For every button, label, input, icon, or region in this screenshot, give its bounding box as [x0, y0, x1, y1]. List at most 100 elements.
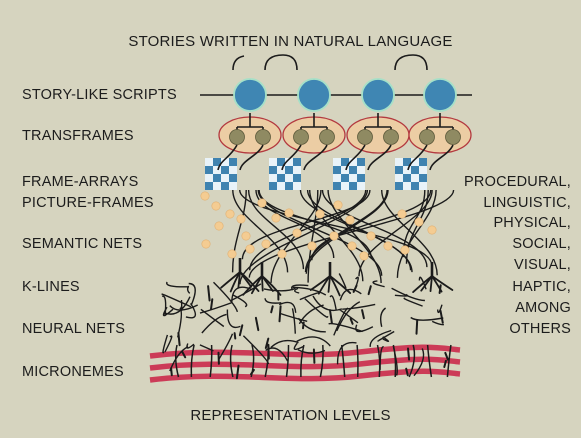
k-line-branch: [239, 271, 260, 292]
frame-array-cell: [221, 182, 229, 190]
transframe-node: [319, 129, 335, 145]
neural-axon: [392, 344, 397, 378]
neural-fiber: [186, 285, 191, 294]
neural-axon: [319, 344, 324, 378]
neural-dendrite: [302, 321, 305, 330]
frame-array: [395, 158, 427, 190]
semantic-net-node: [257, 198, 267, 208]
neural-fiber: [391, 287, 425, 302]
neural-axon: [340, 344, 346, 378]
neural-fiber: [270, 339, 299, 348]
neural-fiber: [164, 296, 191, 315]
neural-fiber: [394, 293, 409, 297]
frame-array-cell: [205, 182, 213, 190]
frame-array-cell: [395, 174, 403, 182]
frame-array-cell: [277, 174, 285, 182]
frame-array-cell: [285, 182, 293, 190]
transframe-fork: [300, 113, 328, 132]
neural-fiber: [336, 301, 361, 332]
neural-fiber: [298, 304, 324, 325]
semantic-net-node: [241, 231, 251, 241]
transframe-link: [407, 144, 454, 171]
semantic-net-node: [284, 208, 294, 218]
story-script-node: [297, 78, 331, 112]
neural-dendrite: [238, 324, 244, 337]
level-label-k-lines: K-LINES: [22, 279, 80, 295]
neural-dendrite: [170, 367, 173, 377]
frame-array-cell: [419, 182, 427, 190]
semantic-net-node: [329, 231, 339, 241]
realm-label-visual: VISUAL,: [513, 257, 571, 273]
frame-array-cell: [357, 158, 365, 166]
frame-array-cell: [333, 158, 341, 166]
neural-fiber: [232, 294, 248, 308]
semantic-net-node: [366, 231, 376, 241]
realm-label-physical: PHYSICAL,: [493, 215, 571, 231]
level-label-neural-nets: NEURAL NETS: [22, 321, 126, 337]
realm-label-linguistic: LINGUISTIC,: [483, 195, 571, 211]
script-hook: [264, 54, 298, 71]
realm-label-social: SOCIAL,: [512, 236, 571, 252]
neural-fiber: [296, 336, 331, 347]
neural-fiber: [188, 282, 196, 306]
neural-dendrite: [349, 317, 354, 325]
neural-fiber: [226, 309, 241, 329]
frame-array-cell: [269, 158, 277, 166]
story-script-chain: [200, 54, 472, 112]
semantic-net-nodes: [200, 191, 437, 261]
semantic-net-node: [292, 228, 302, 238]
frame-array-cell: [333, 166, 341, 174]
level-label-picture-frames: PICTURE-FRAMES: [22, 195, 154, 211]
semantic-wire: [247, 189, 305, 270]
neural-fiber: [342, 303, 376, 310]
neural-fiber: [162, 334, 169, 354]
story-script-node: [233, 78, 267, 112]
neural-axon: [190, 344, 195, 378]
neural-dendrite: [254, 316, 260, 332]
neural-fiber: [199, 301, 233, 314]
neural-fiber: [431, 320, 444, 326]
semantic-wire: [305, 189, 389, 274]
semantic-net-node: [236, 214, 246, 224]
semantic-net-node: [397, 209, 407, 219]
neural-dendrite: [439, 309, 444, 324]
frame-array-cell: [293, 158, 301, 166]
semantic-net-node: [315, 209, 325, 219]
neural-fiber: [161, 293, 192, 308]
neural-fiber: [410, 316, 444, 321]
neural-fiber: [328, 322, 363, 333]
frame-array-cell: [357, 166, 365, 174]
transframe-link: [345, 144, 392, 171]
semantic-net-node: [333, 200, 343, 210]
neural-axon: [376, 344, 381, 378]
neural-fiber: [329, 295, 337, 311]
neural-dendrite: [415, 319, 419, 335]
semantic-net-node: [271, 213, 281, 223]
realm-label-haptic: HAPTIC,: [512, 279, 571, 295]
semantic-wire: [232, 189, 289, 273]
semantic-wire: [304, 189, 388, 273]
transframe: [407, 113, 472, 171]
semantic-net-node: [345, 215, 355, 225]
neural-fiber: [164, 335, 173, 353]
neural-axon: [408, 344, 416, 378]
frame-array-cell: [269, 182, 277, 190]
frame-array-cell: [403, 158, 411, 166]
neural-fiber: [201, 313, 227, 334]
neural-fiber: [297, 317, 326, 333]
level-label-frame-arrays: FRAME-ARRAYS: [22, 174, 139, 190]
frame-array-cell: [411, 182, 419, 190]
transframe-node: [293, 129, 309, 145]
semantic-net-node: [225, 209, 235, 219]
neural-dendrite: [210, 298, 214, 311]
neural-dendrite: [264, 337, 270, 349]
semantic-wire: [307, 189, 319, 283]
transframe-node: [357, 129, 373, 145]
level-label-micronemes: MICRONEMES: [22, 364, 124, 380]
neural-fiber: [291, 284, 309, 291]
neural-dendrite: [444, 351, 449, 361]
neural-fiber: [180, 299, 183, 312]
neural-net-mesh: [161, 273, 452, 380]
